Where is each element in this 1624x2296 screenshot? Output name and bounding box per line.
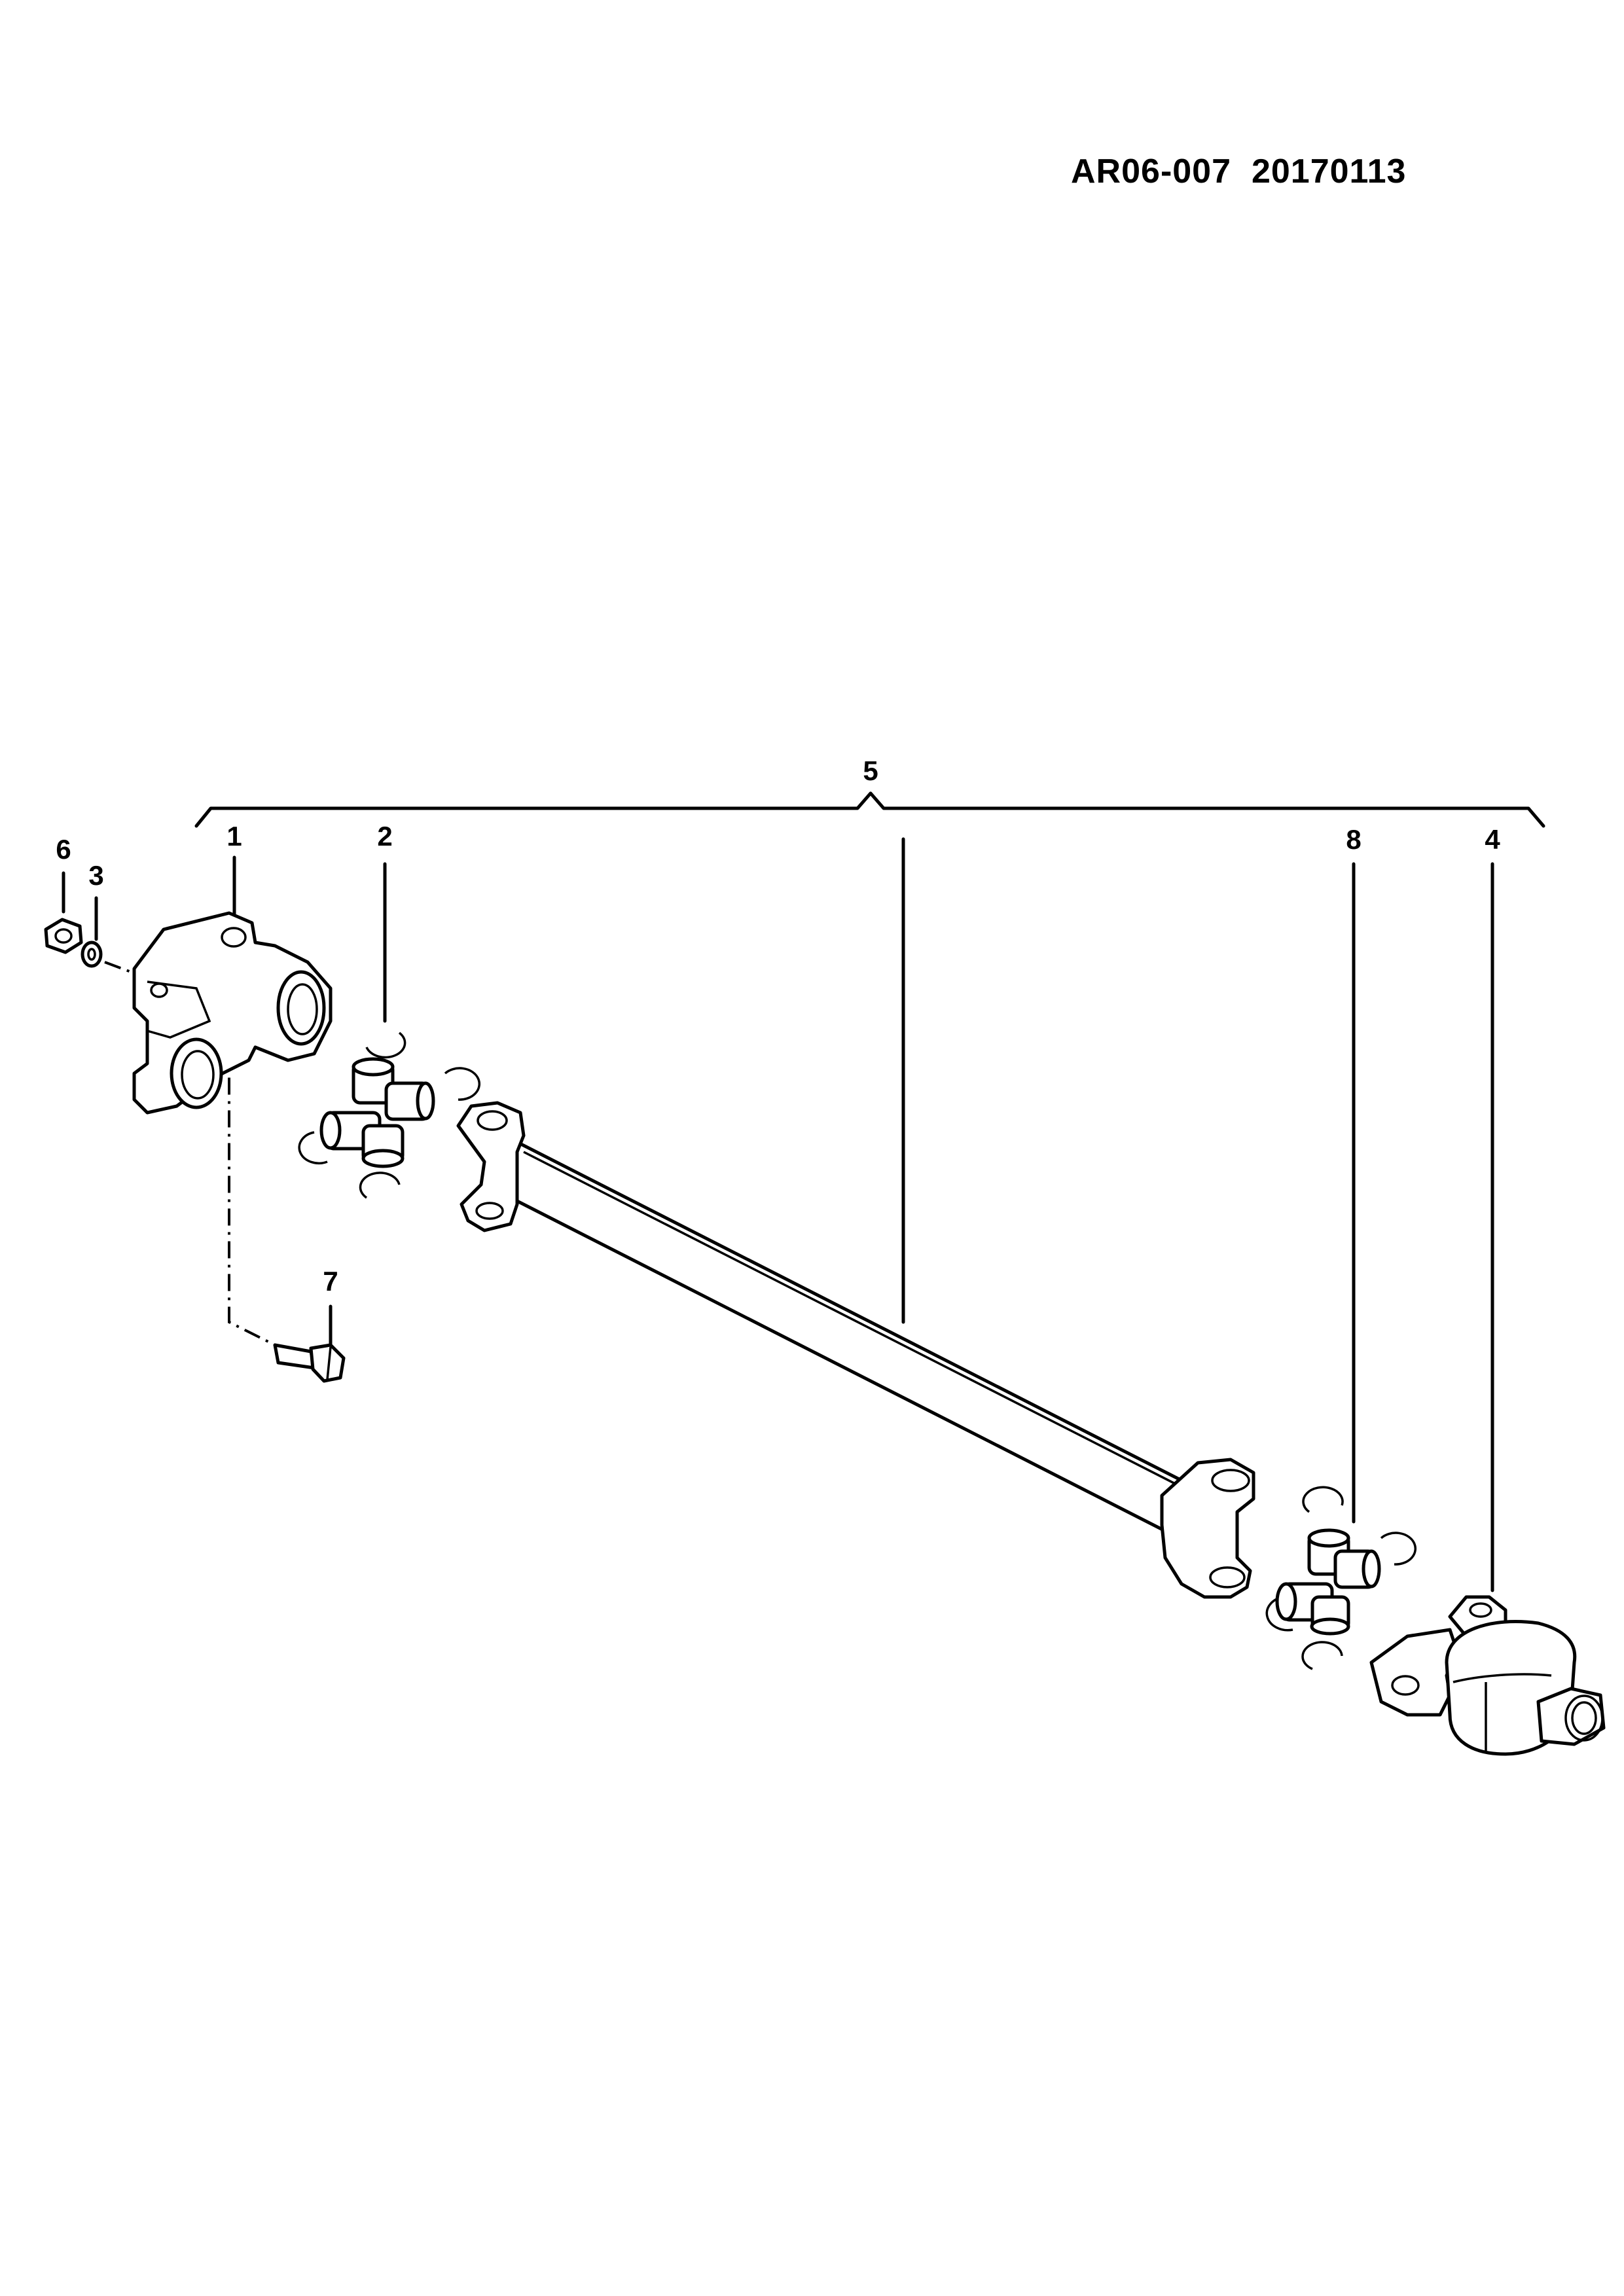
snap-ring-bottom-right	[1301, 1641, 1343, 1670]
callout-1: 1	[226, 821, 242, 852]
assembly-bracket-5	[194, 791, 1545, 828]
universal-joint-part-2	[298, 1031, 481, 1199]
snap-ring-top-right	[1302, 1486, 1344, 1513]
callout-labels: 6 3 1 2 5 8 4 7	[56, 755, 1500, 1297]
slip-yoke-ear-lower	[1369, 1628, 1458, 1717]
snap-ring-right	[444, 1067, 481, 1101]
washer-part-3	[81, 941, 103, 968]
callout-7: 7	[323, 1266, 338, 1297]
snap-ring-bottom	[359, 1172, 401, 1199]
flange-yoke-part-1	[132, 911, 333, 1115]
drawing-date: 20170113	[1251, 152, 1407, 190]
callout-2: 2	[377, 821, 392, 852]
callout-8: 8	[1346, 824, 1361, 855]
leader-lines	[62, 837, 1494, 1592]
drawing-number: AR06-007	[1071, 152, 1232, 190]
callout-5: 5	[863, 755, 878, 786]
tube-yoke-left	[456, 1101, 526, 1232]
callout-4: 4	[1485, 824, 1500, 855]
callout-3: 3	[88, 860, 103, 891]
slip-yoke-part-4	[1369, 1595, 1606, 1756]
bolt-part-7	[273, 1343, 346, 1383]
hex-nut-part-6	[44, 918, 83, 954]
universal-joint-part-8	[1265, 1486, 1417, 1670]
tube-yoke-right	[1160, 1458, 1255, 1599]
snap-ring-left-right	[1265, 1596, 1293, 1632]
snap-ring-right-right	[1380, 1532, 1417, 1566]
snap-ring-top	[365, 1031, 406, 1059]
snap-ring-left	[298, 1131, 328, 1165]
driveshaft-tube-part-5	[456, 1101, 1255, 1599]
document-code: AR06-007 20170113	[1071, 152, 1406, 191]
callout-6: 6	[56, 834, 71, 865]
